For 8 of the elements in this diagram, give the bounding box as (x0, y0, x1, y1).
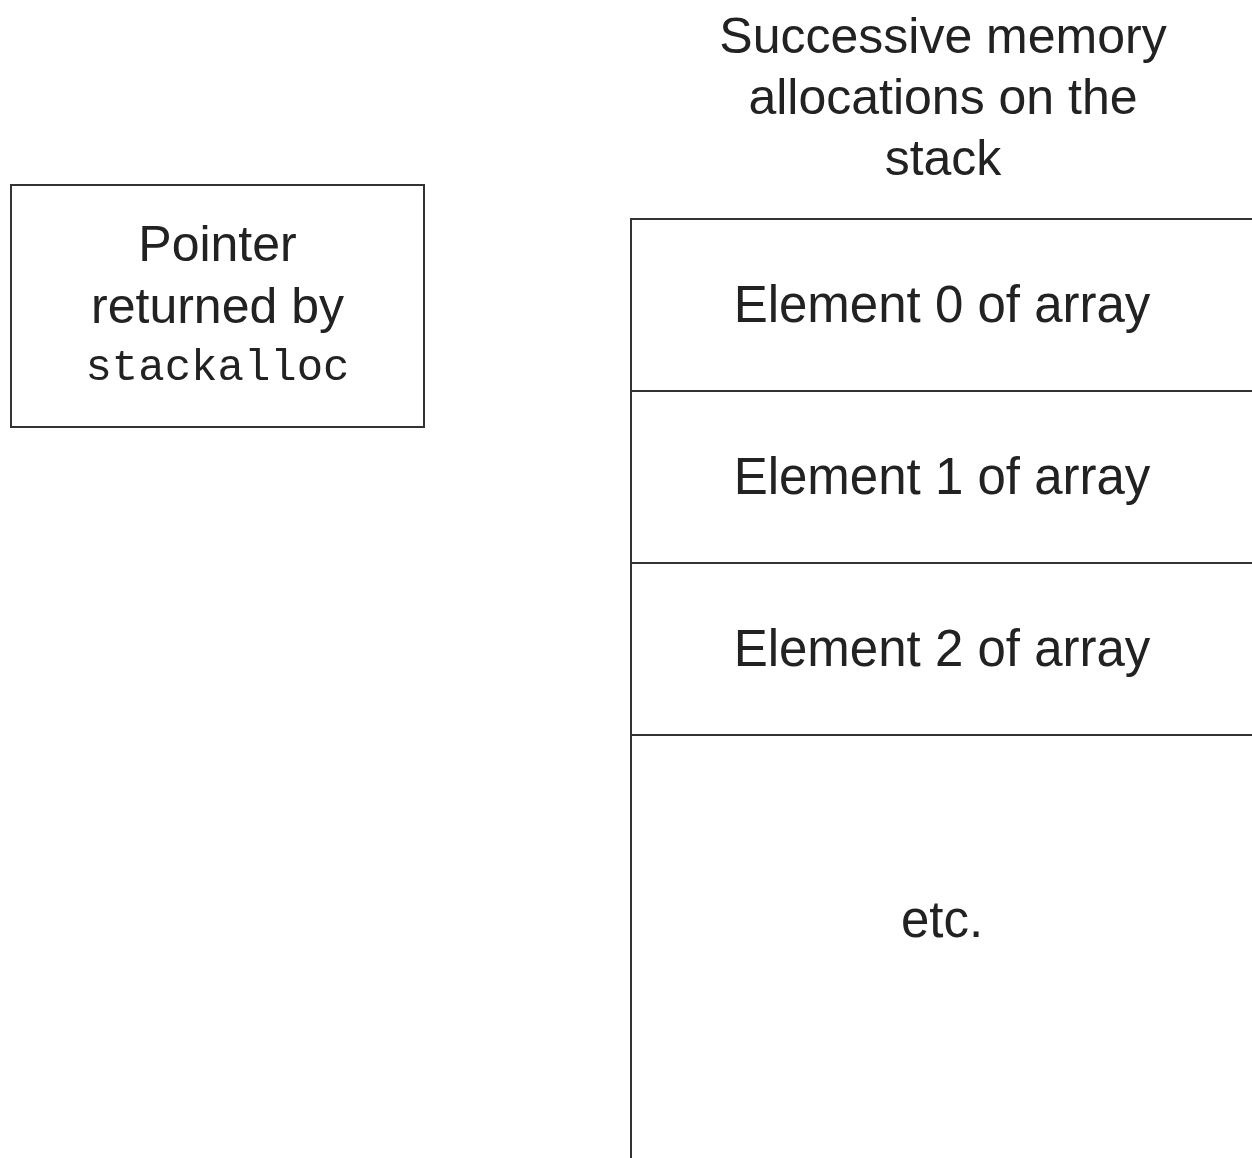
box-text: Pointer returned by (90, 215, 345, 336)
slot-label: etc. (899, 889, 985, 950)
stack-heading: Successive memory allocations on the stack (718, 7, 1168, 188)
code-text: stackalloc (85, 342, 350, 395)
pointer-box (10, 184, 425, 428)
slot-label: Element 1 of array (732, 447, 1152, 507)
slot-label: Element 0 of array (732, 275, 1152, 335)
slot-label: Element 2 of array (732, 619, 1152, 679)
